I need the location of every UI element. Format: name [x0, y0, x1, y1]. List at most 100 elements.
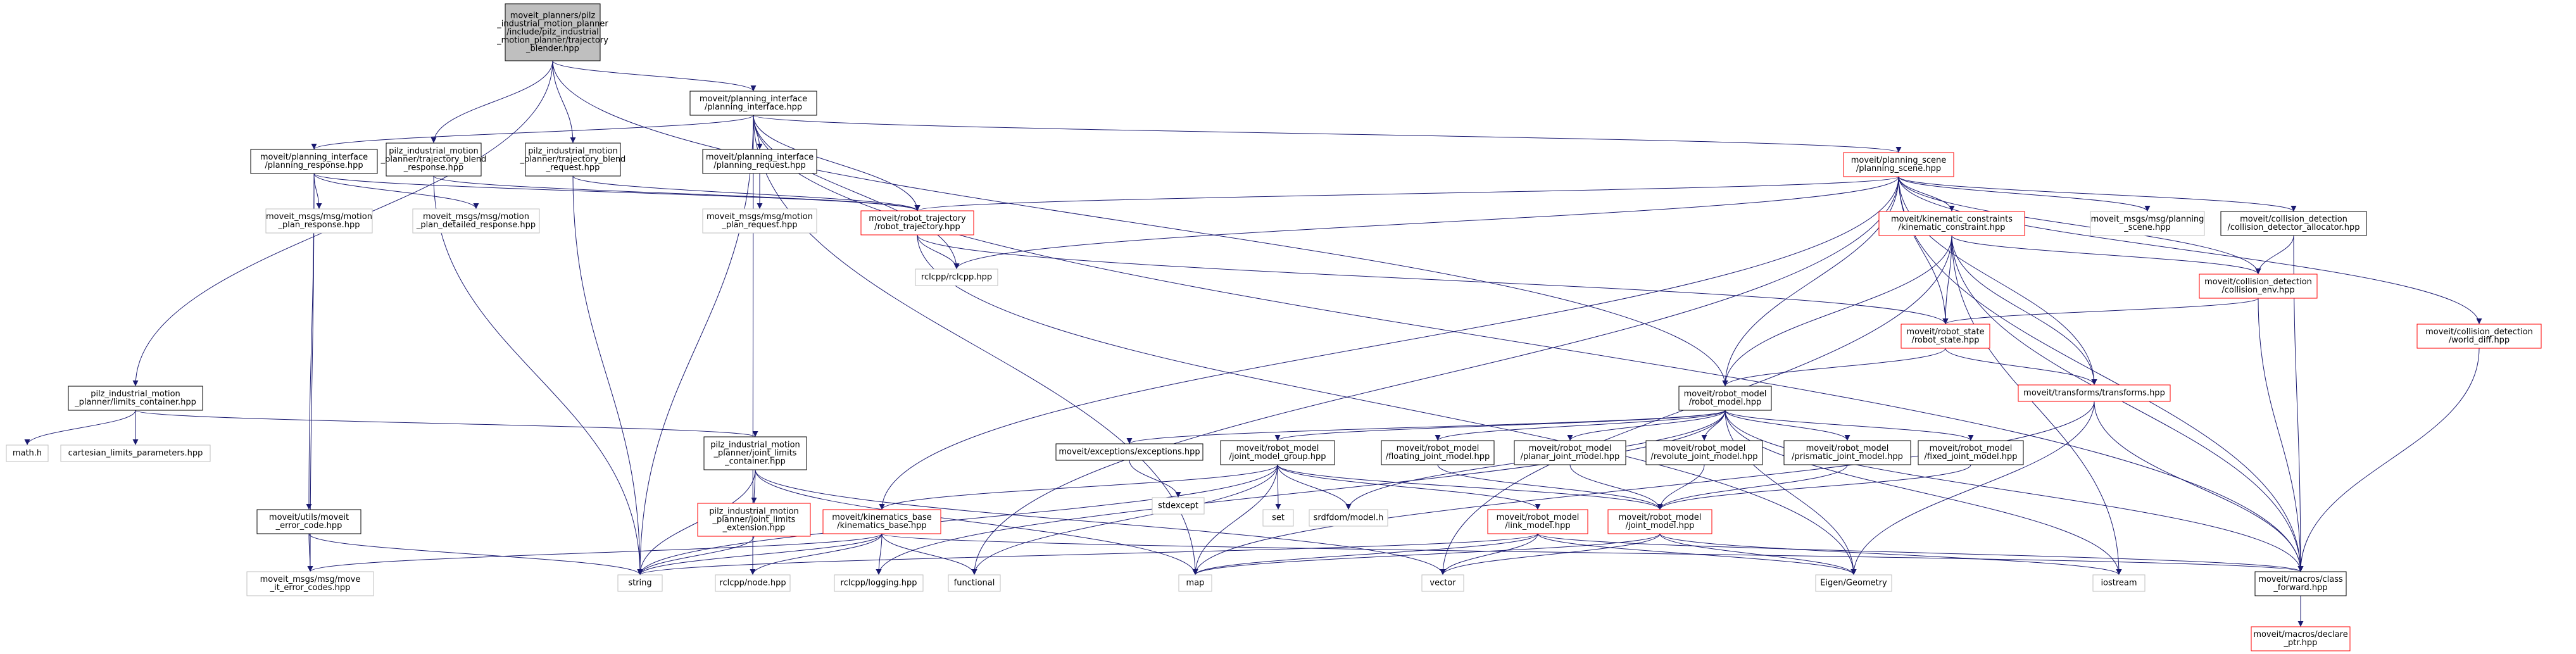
node-box: [2090, 211, 2205, 236]
node-joint-model-group[interactable]: moveit/robot_model/joint_model_group.hpp: [1220, 440, 1335, 465]
node-label-line: rclcpp/logging.hpp: [841, 579, 917, 588]
node-label-line: iostream: [2101, 579, 2137, 588]
node-prismatic-joint[interactable]: moveit/robot_model/prismatic_joint_model…: [1783, 440, 1911, 465]
node-label-line: _planner/limits_container.hpp: [74, 398, 196, 407]
node-fixed-joint[interactable]: moveit/robot_model/fixed_joint_model.hpp: [1918, 440, 2024, 465]
edge-blender-to-req_blend: [552, 60, 576, 144]
node-exceptions[interactable]: moveit/exceptions/exceptions.hpp: [1055, 443, 1203, 461]
node-robot-state[interactable]: moveit/robot_state/robot_state.hpp: [1901, 324, 1990, 349]
edge-pi-to-rclcpp: [753, 115, 960, 270]
node-link-model[interactable]: moveit/robot_model/link_model.hpp: [1487, 509, 1588, 534]
node-box: [1901, 324, 1990, 349]
edge-robot_trajectory-to-eigen: [917, 234, 1857, 575]
edge-kinematics_base-to-string: [637, 533, 883, 575]
node-label-line: moveit_msgs/msg/move: [260, 575, 361, 584]
edge-req_blend-to-string: [572, 175, 643, 575]
node-limits-container[interactable]: pilz_industrial_motion_planner/limits_co…: [68, 386, 203, 411]
edge-pi-to-planning_response: [311, 115, 754, 150]
node-blender[interactable]: moveit_planners/pilz_industrial_motion_p…: [496, 3, 608, 61]
node-label-line: _response.hpp: [403, 163, 463, 173]
node-label-line: moveit/kinematics_base: [832, 513, 932, 522]
node-label-line: pilz_industrial_motion: [91, 389, 180, 399]
edge-kinematics_base-to-rclcpp_logging: [876, 533, 883, 575]
node-label-line: srdfdom/model.h: [1314, 513, 1384, 523]
node-planning-request[interactable]: moveit/planning_interface/planning_reque…: [702, 149, 817, 174]
edge-link_model-to-map: [1192, 533, 1538, 575]
node-label-line: moveit_planners/pilz: [510, 11, 596, 21]
node-label-line: moveit/macros/class: [2258, 575, 2343, 584]
node-kinematics-base[interactable]: moveit/kinematics_base/kinematics_base.h…: [822, 509, 941, 534]
edge-blender-to-pi: [552, 60, 757, 92]
edge-joint_model_group-to-srdfdom: [1277, 464, 1352, 510]
edge-cd_allocator-to-collision_env: [2255, 235, 2294, 275]
node-planning-response[interactable]: moveit/planning_interface/planning_respo…: [250, 149, 378, 174]
node-kinematic-constraints[interactable]: moveit/kinematic_constraints/kinematic_c…: [1878, 211, 2025, 236]
node-label-line: _planner/joint_limits: [713, 449, 797, 458]
node-string: string: [617, 574, 663, 592]
node-label-line: moveit/collision_detection: [2425, 327, 2533, 337]
node-label-line: pilz_industrial_motion: [709, 507, 799, 517]
node-label-line: moveit/robot_model: [1806, 444, 1889, 453]
node-moveit-error-code[interactable]: moveit/utils/moveit_error_code.hpp: [256, 509, 361, 534]
node-transforms[interactable]: moveit/transforms/transforms.hpp: [2018, 384, 2171, 402]
node-planar-joint[interactable]: moveit/robot_model/planar_joint_model.hp…: [1514, 440, 1626, 465]
edge-pi-to-string: [637, 115, 754, 575]
node-label-line: /prismatic_joint_model.hpp: [1792, 452, 1903, 462]
node-box: [948, 574, 1001, 592]
node-box: [1607, 509, 1712, 534]
node-label-line: /floating_joint_model.hpp: [1386, 452, 1490, 462]
edge-planning_scene-to-rclcpp: [953, 176, 1899, 270]
node-label-line: moveit/transforms/transforms.hpp: [2023, 389, 2165, 398]
node-box: [505, 3, 601, 61]
edge-robot_model-to-eigen: [1725, 410, 1857, 575]
node-functional: functional: [948, 574, 1001, 592]
node-joint-limits-container[interactable]: pilz_industrial_motion_planner/joint_lim…: [703, 436, 807, 470]
edge-link_model-to-string: [637, 533, 1538, 575]
node-label-line: moveit/robot_model: [1397, 444, 1480, 453]
edge-robot_model-to-planar_joint: [1567, 410, 1726, 441]
node-robot-model[interactable]: moveit/robot_model/robot_model.hpp: [1678, 386, 1772, 411]
edge-joint_model_group-to-joint_model: [1277, 464, 1663, 510]
node-req-blend[interactable]: pilz_industrial_motion_planner/trajector…: [520, 142, 626, 177]
node-declare-ptr[interactable]: moveit/macros/declare_ptr.hpp: [2251, 626, 2351, 651]
node-world-diff[interactable]: moveit/collision_detection/world_diff.hp…: [2416, 324, 2542, 349]
node-class-forward[interactable]: moveit/macros/class_forward.hpp: [2254, 571, 2347, 596]
node-pi[interactable]: moveit/planning_interface/planning_inter…: [689, 91, 817, 116]
node-label-line: rclcpp/node.hpp: [719, 579, 786, 588]
node-collision-env[interactable]: moveit/collision_detection/collision_env…: [2199, 274, 2318, 299]
node-srdfdom: srdfdom/model.h: [1309, 509, 1388, 527]
node-cd-allocator[interactable]: moveit/collision_detection/collision_det…: [2220, 211, 2367, 236]
edge-blender-to-robot_model: [552, 60, 1728, 387]
node-label-line: /include/pilz_industrial: [506, 28, 598, 37]
edge-joint_model_group-to-functional: [971, 464, 1278, 575]
node-joint-model[interactable]: moveit/robot_model/joint_model.hpp: [1607, 509, 1712, 534]
node-label-line: moveit/planning_interface: [706, 153, 814, 162]
node-resp-blend[interactable]: pilz_industrial_motion_planner/trajector…: [380, 142, 487, 177]
edge-pi-to-class_forward: [753, 115, 2304, 572]
node-label-line: _container.hpp: [724, 457, 786, 467]
edge-kinematic_constraints-to-transforms: [1951, 235, 2097, 386]
node-box: [412, 208, 540, 234]
node-box: [1645, 440, 1763, 465]
node-revolute-joint[interactable]: moveit/robot_model/revolute_joint_model.…: [1645, 440, 1763, 465]
node-planning-scene[interactable]: moveit/planning_scene/planning_scene.hpp: [1843, 152, 1954, 177]
node-box: [246, 571, 374, 596]
node-label-line: _request.hpp: [546, 163, 600, 173]
node-label-line: moveit/robot_trajectory: [869, 214, 966, 223]
edge-planning_response-to-msg_motion_detailed: [313, 173, 479, 210]
node-box: [702, 208, 817, 234]
node-msg-error-codes: moveit_msgs/msg/move_it_error_codes.hpp: [246, 571, 374, 596]
edge-joint_model-to-map: [1192, 533, 1661, 575]
node-label-line: /kinematic_constraint.hpp: [1898, 223, 2005, 232]
node-joint-limits-ext[interactable]: pilz_industrial_motion_planner/joint_lim…: [697, 503, 811, 537]
node-box: [1152, 497, 1205, 515]
edge-planning_scene-to-kinematics_base: [879, 176, 1899, 510]
node-label-line: _forward.hpp: [2273, 583, 2327, 593]
node-box: [1878, 211, 2025, 236]
edge-robot_state-to-robot_model: [1722, 348, 1946, 387]
node-label-line: moveit_msgs/msg/motion: [266, 212, 372, 222]
node-floating-joint[interactable]: moveit/robot_model/floating_joint_model.…: [1381, 440, 1495, 465]
node-box: [702, 149, 817, 174]
node-robot-trajectory[interactable]: moveit/robot_trajectory/robot_trajectory…: [860, 210, 974, 236]
